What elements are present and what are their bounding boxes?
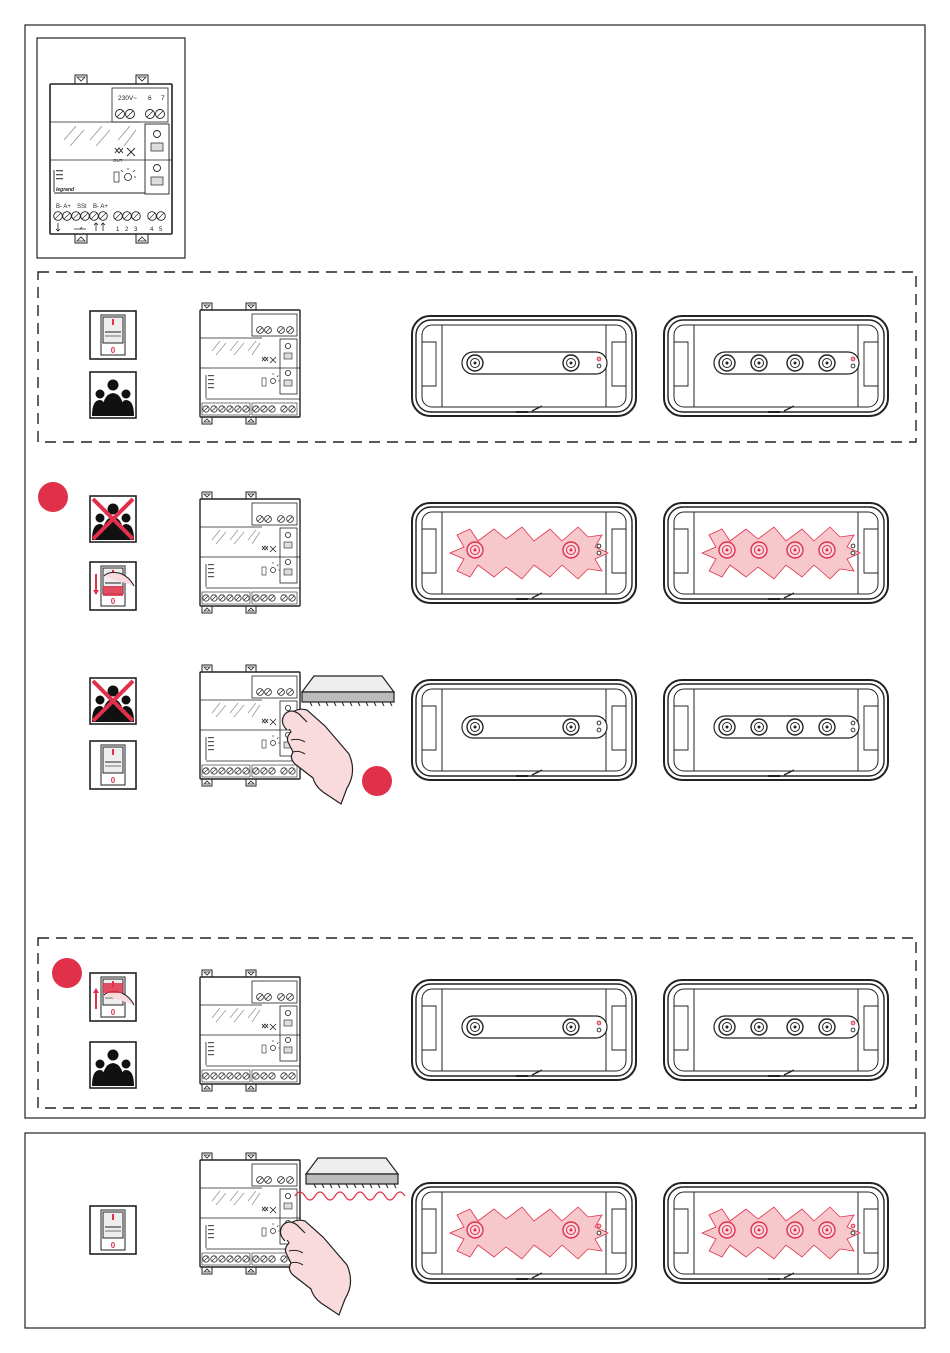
step-4 xyxy=(52,958,888,1091)
control-module xyxy=(200,303,300,424)
breaker-switch-turning-on-icon xyxy=(90,973,136,1021)
luminaire-2-lamp-lit xyxy=(412,503,636,603)
step-marker xyxy=(52,958,82,988)
brand-label: legrand xyxy=(56,187,75,193)
voltage-label: 230V~ xyxy=(118,95,137,102)
terminal-label-6: 6 xyxy=(148,95,152,102)
breaker-switch-on-icon xyxy=(90,741,136,789)
people-present-icon xyxy=(90,372,136,418)
control-module xyxy=(200,970,300,1091)
ssi-label: SSI xyxy=(77,204,87,210)
bus-label-2: B- A+ xyxy=(93,204,108,210)
luminaire-4-lamp xyxy=(664,680,888,780)
luminaire-4-lamp xyxy=(664,316,888,416)
breaker-switch-on-icon xyxy=(90,311,136,359)
luminaire-4-lamp xyxy=(664,980,888,1080)
remote-control xyxy=(302,676,394,706)
breaker-switch-on-icon xyxy=(90,1206,136,1254)
module-detail: 230V~ 6 7 OUT legrand B- A+ SSI B- xyxy=(50,75,172,243)
hand-pressing-button xyxy=(280,1220,350,1315)
people-present-icon xyxy=(90,1042,136,1088)
hand-pressing-button xyxy=(282,709,352,804)
step-marker xyxy=(38,482,68,512)
step-5 xyxy=(90,1153,888,1315)
step-marker xyxy=(362,766,392,796)
people-absent-icon xyxy=(90,496,136,542)
people-absent-icon xyxy=(90,678,136,724)
luminaire-2-lamp xyxy=(412,680,636,780)
control-module xyxy=(200,1153,300,1274)
module-icon-text: OUT xyxy=(113,158,123,163)
step-1 xyxy=(90,303,888,424)
luminaire-4-lamp-lit xyxy=(664,1183,888,1283)
luminaire-4-lamp-lit xyxy=(664,503,888,603)
breaker-switch-off-icon xyxy=(90,562,136,610)
bus-label-1: B- A+ xyxy=(56,204,71,210)
luminaire-2-lamp-lit xyxy=(412,1183,636,1283)
remote-control xyxy=(306,1158,398,1188)
control-module xyxy=(200,492,300,613)
step-3 xyxy=(90,665,888,804)
remote-signal-wave xyxy=(295,1192,405,1200)
luminaire-2-lamp xyxy=(412,980,636,1080)
luminaire-2-lamp xyxy=(412,316,636,416)
step-2 xyxy=(38,482,888,613)
terminal-label-7: 7 xyxy=(161,95,165,102)
